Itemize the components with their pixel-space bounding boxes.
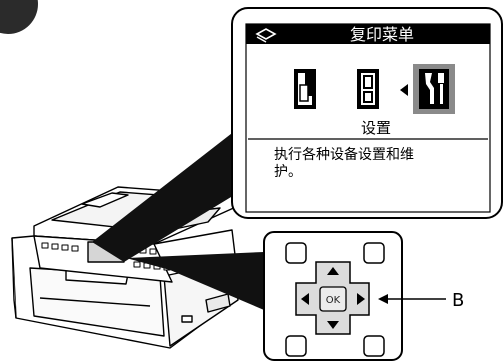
corner-button-bottom-right[interactable] (363, 335, 385, 357)
selected-menu-label: 设置 (361, 119, 391, 137)
callout-label-b: B (452, 290, 464, 311)
down-arrow-icon[interactable] (327, 321, 339, 329)
corner-button-top-left[interactable] (285, 242, 307, 264)
callout-arrowhead-icon (378, 294, 388, 304)
layout-copy-icon[interactable] (357, 69, 379, 109)
left-arrow-icon[interactable] (301, 293, 309, 305)
corner-button-top-right[interactable] (363, 242, 385, 264)
tools-icon[interactable] (413, 64, 455, 114)
step-badge (0, 0, 38, 34)
right-arrow-icon[interactable] (357, 293, 365, 305)
control-pad-callout: OK (263, 231, 446, 361)
description-line-2: 护。 (274, 164, 302, 180)
ok-button-label: OK (326, 295, 341, 306)
description-line-1: 执行各种设备设置和维 (274, 146, 414, 163)
zoom-beams (92, 130, 264, 310)
ok-button[interactable] (319, 286, 347, 312)
lcd-title: 复印菜单 (350, 25, 414, 44)
lcd-callout: 复印菜单 设置 执行各种设备设置和维 护。 (231, 7, 503, 219)
lcd-title-bar (246, 24, 490, 44)
copy-icon[interactable] (294, 69, 316, 109)
up-arrow-icon[interactable] (327, 267, 339, 275)
copy-menu-icon (255, 28, 277, 43)
corner-button-bottom-left[interactable] (285, 335, 307, 357)
selection-arrow-icon (400, 84, 408, 96)
